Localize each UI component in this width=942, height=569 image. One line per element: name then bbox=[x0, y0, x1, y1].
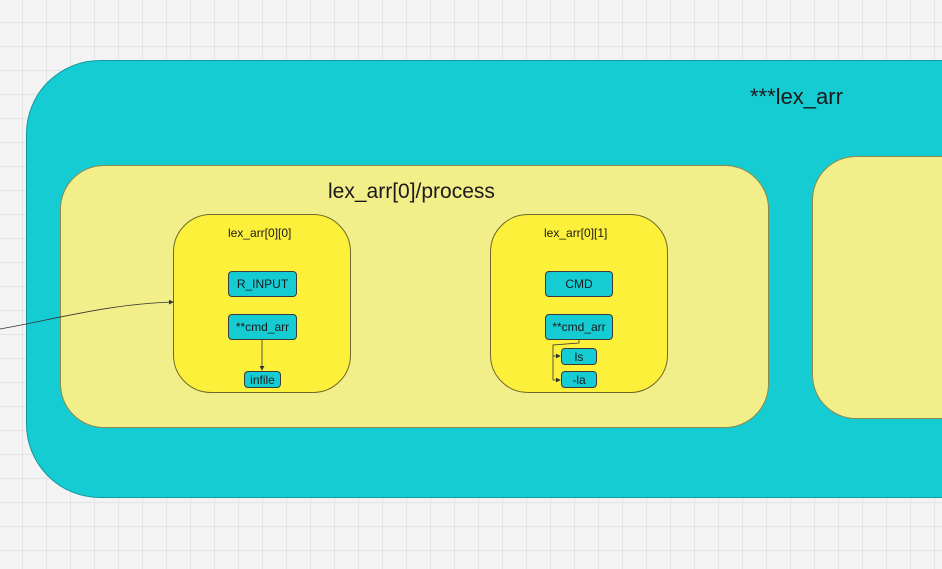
cell-0-item-infile: infile bbox=[244, 371, 281, 388]
cell-1-item-la: -la bbox=[561, 371, 597, 388]
cell-lex-arr-0-1 bbox=[490, 214, 668, 393]
next-process-container bbox=[812, 156, 942, 419]
cell-1-title: lex_arr[0][1] bbox=[544, 226, 608, 240]
cell-1-cmd-arr-tag: **cmd_arr bbox=[545, 314, 613, 340]
lex-arr-title: ***lex_arr bbox=[750, 84, 843, 109]
cell-0-type-tag: R_INPUT bbox=[228, 271, 297, 297]
process-title: lex_arr[0]/process bbox=[328, 180, 495, 203]
cell-1-type-tag: CMD bbox=[545, 271, 613, 297]
cell-1-item-ls: ls bbox=[561, 348, 597, 365]
cell-lex-arr-0-0 bbox=[173, 214, 351, 393]
cell-0-cmd-arr-tag: **cmd_arr bbox=[228, 314, 297, 340]
cell-0-title: lex_arr[0][0] bbox=[228, 226, 292, 240]
